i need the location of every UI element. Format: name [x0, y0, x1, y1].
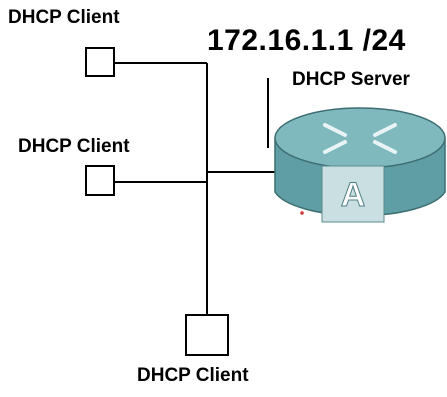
- router-icon: A: [274, 107, 446, 223]
- client-mid-label: DHCP Client: [18, 136, 130, 157]
- network-links: [114, 62, 278, 321]
- client-bottom-computer: [185, 314, 229, 356]
- client-top-label: DHCP Client: [8, 7, 120, 28]
- router-letter: A: [341, 176, 366, 214]
- router-front-panel: [321, 165, 385, 223]
- router-arrows: [323, 123, 397, 154]
- router-led: [300, 211, 304, 215]
- server-label: DHCP Server: [292, 69, 410, 90]
- client-mid-computer: [85, 165, 115, 196]
- server-ip-label: 172.16.1.1 /24: [207, 24, 406, 57]
- client-top-computer: [85, 47, 115, 77]
- client-bottom-label: DHCP Client: [137, 365, 249, 386]
